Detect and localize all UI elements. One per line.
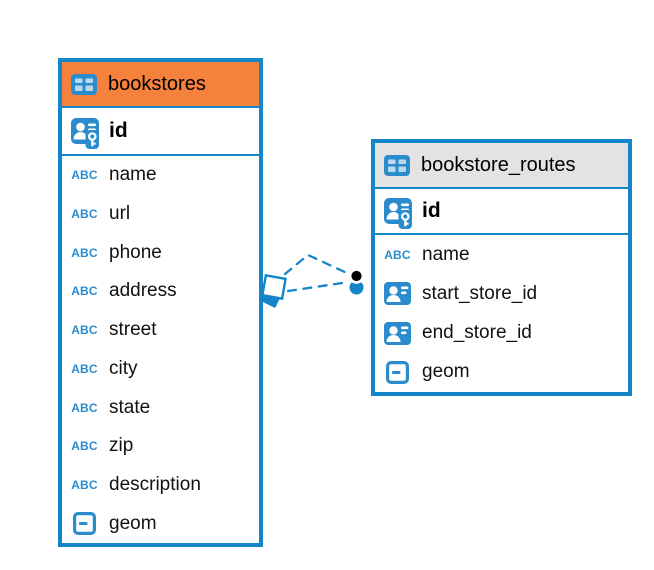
field-row-id[interactable]: id bbox=[62, 108, 259, 154]
divider bbox=[62, 154, 259, 156]
field-row[interactable]: ABC state bbox=[62, 388, 259, 427]
field-name: id bbox=[109, 119, 128, 142]
field-row[interactable]: ABC street bbox=[62, 311, 259, 350]
table-title: bookstore_routes bbox=[421, 153, 576, 176]
person-key-icon bbox=[68, 118, 101, 149]
field-name: state bbox=[109, 396, 151, 418]
text-type-icon: ABC bbox=[71, 207, 98, 222]
field-row[interactable]: ABC url bbox=[62, 195, 259, 234]
text-type-icon: ABC bbox=[71, 245, 98, 260]
field-row[interactable]: start_store_id bbox=[375, 274, 628, 313]
field-name: id bbox=[422, 199, 441, 222]
field-name: url bbox=[109, 203, 131, 225]
field-row[interactable]: geom bbox=[375, 353, 628, 392]
field-row[interactable]: ABC address bbox=[62, 272, 259, 311]
text-type-icon: ABC bbox=[71, 439, 98, 454]
divider bbox=[62, 106, 259, 108]
text-type-icon: ABC bbox=[71, 361, 98, 376]
field-row[interactable]: ABC phone bbox=[62, 233, 259, 272]
field-name: city bbox=[109, 357, 138, 379]
field-row[interactable]: ABC zip bbox=[62, 427, 259, 466]
table-title: bookstores bbox=[108, 72, 206, 95]
table-header-bookstore-routes[interactable]: bookstore_routes bbox=[375, 143, 628, 187]
table-icon bbox=[70, 73, 98, 95]
field-name: geom bbox=[422, 361, 470, 383]
person-ref-icon bbox=[381, 282, 414, 306]
relationship-line-upper[interactable] bbox=[283, 253, 351, 276]
table-icon bbox=[383, 154, 411, 176]
field-name: end_store_id bbox=[422, 322, 532, 344]
text-type-icon: ABC bbox=[71, 168, 98, 183]
text-type-icon: ABC bbox=[71, 323, 98, 338]
geometry-type-icon bbox=[68, 512, 101, 536]
text-type-icon: ABC bbox=[384, 247, 411, 262]
relationship-endpoint-circles[interactable] bbox=[348, 268, 365, 295]
text-type-icon: ABC bbox=[71, 284, 98, 299]
person-key-icon bbox=[381, 198, 414, 229]
text-type-icon: ABC bbox=[71, 477, 98, 492]
field-row-id[interactable]: id bbox=[375, 189, 628, 233]
field-name: name bbox=[422, 243, 470, 265]
field-name: street bbox=[109, 319, 157, 341]
field-name: description bbox=[109, 473, 201, 495]
field-row[interactable]: end_store_id bbox=[375, 314, 628, 353]
field-list: ABC name ABC url ABC phone ABC address A… bbox=[62, 156, 259, 543]
divider bbox=[375, 187, 628, 189]
field-name: name bbox=[109, 164, 157, 186]
relationship-line-lower[interactable] bbox=[286, 280, 351, 293]
field-row[interactable]: geom bbox=[62, 504, 259, 543]
field-name: geom bbox=[109, 512, 157, 534]
table-bookstores[interactable]: bookstores id AB bbox=[58, 58, 263, 547]
field-row[interactable]: ABC description bbox=[62, 466, 259, 505]
field-name: start_store_id bbox=[422, 282, 538, 304]
divider bbox=[375, 233, 628, 235]
geometry-type-icon bbox=[381, 360, 414, 384]
field-row[interactable]: ABC name bbox=[375, 235, 628, 274]
field-name: zip bbox=[109, 435, 134, 457]
table-header-bookstores[interactable]: bookstores bbox=[62, 62, 259, 106]
field-name: phone bbox=[109, 241, 162, 263]
field-list: ABC name start_store_id bbox=[375, 235, 628, 392]
text-type-icon: ABC bbox=[71, 400, 98, 415]
person-ref-icon bbox=[381, 321, 414, 345]
field-name: address bbox=[109, 280, 177, 302]
field-row[interactable]: ABC name bbox=[62, 156, 259, 195]
field-row[interactable]: ABC city bbox=[62, 350, 259, 389]
table-bookstore-routes[interactable]: bookstore_routes id bbox=[371, 139, 632, 396]
